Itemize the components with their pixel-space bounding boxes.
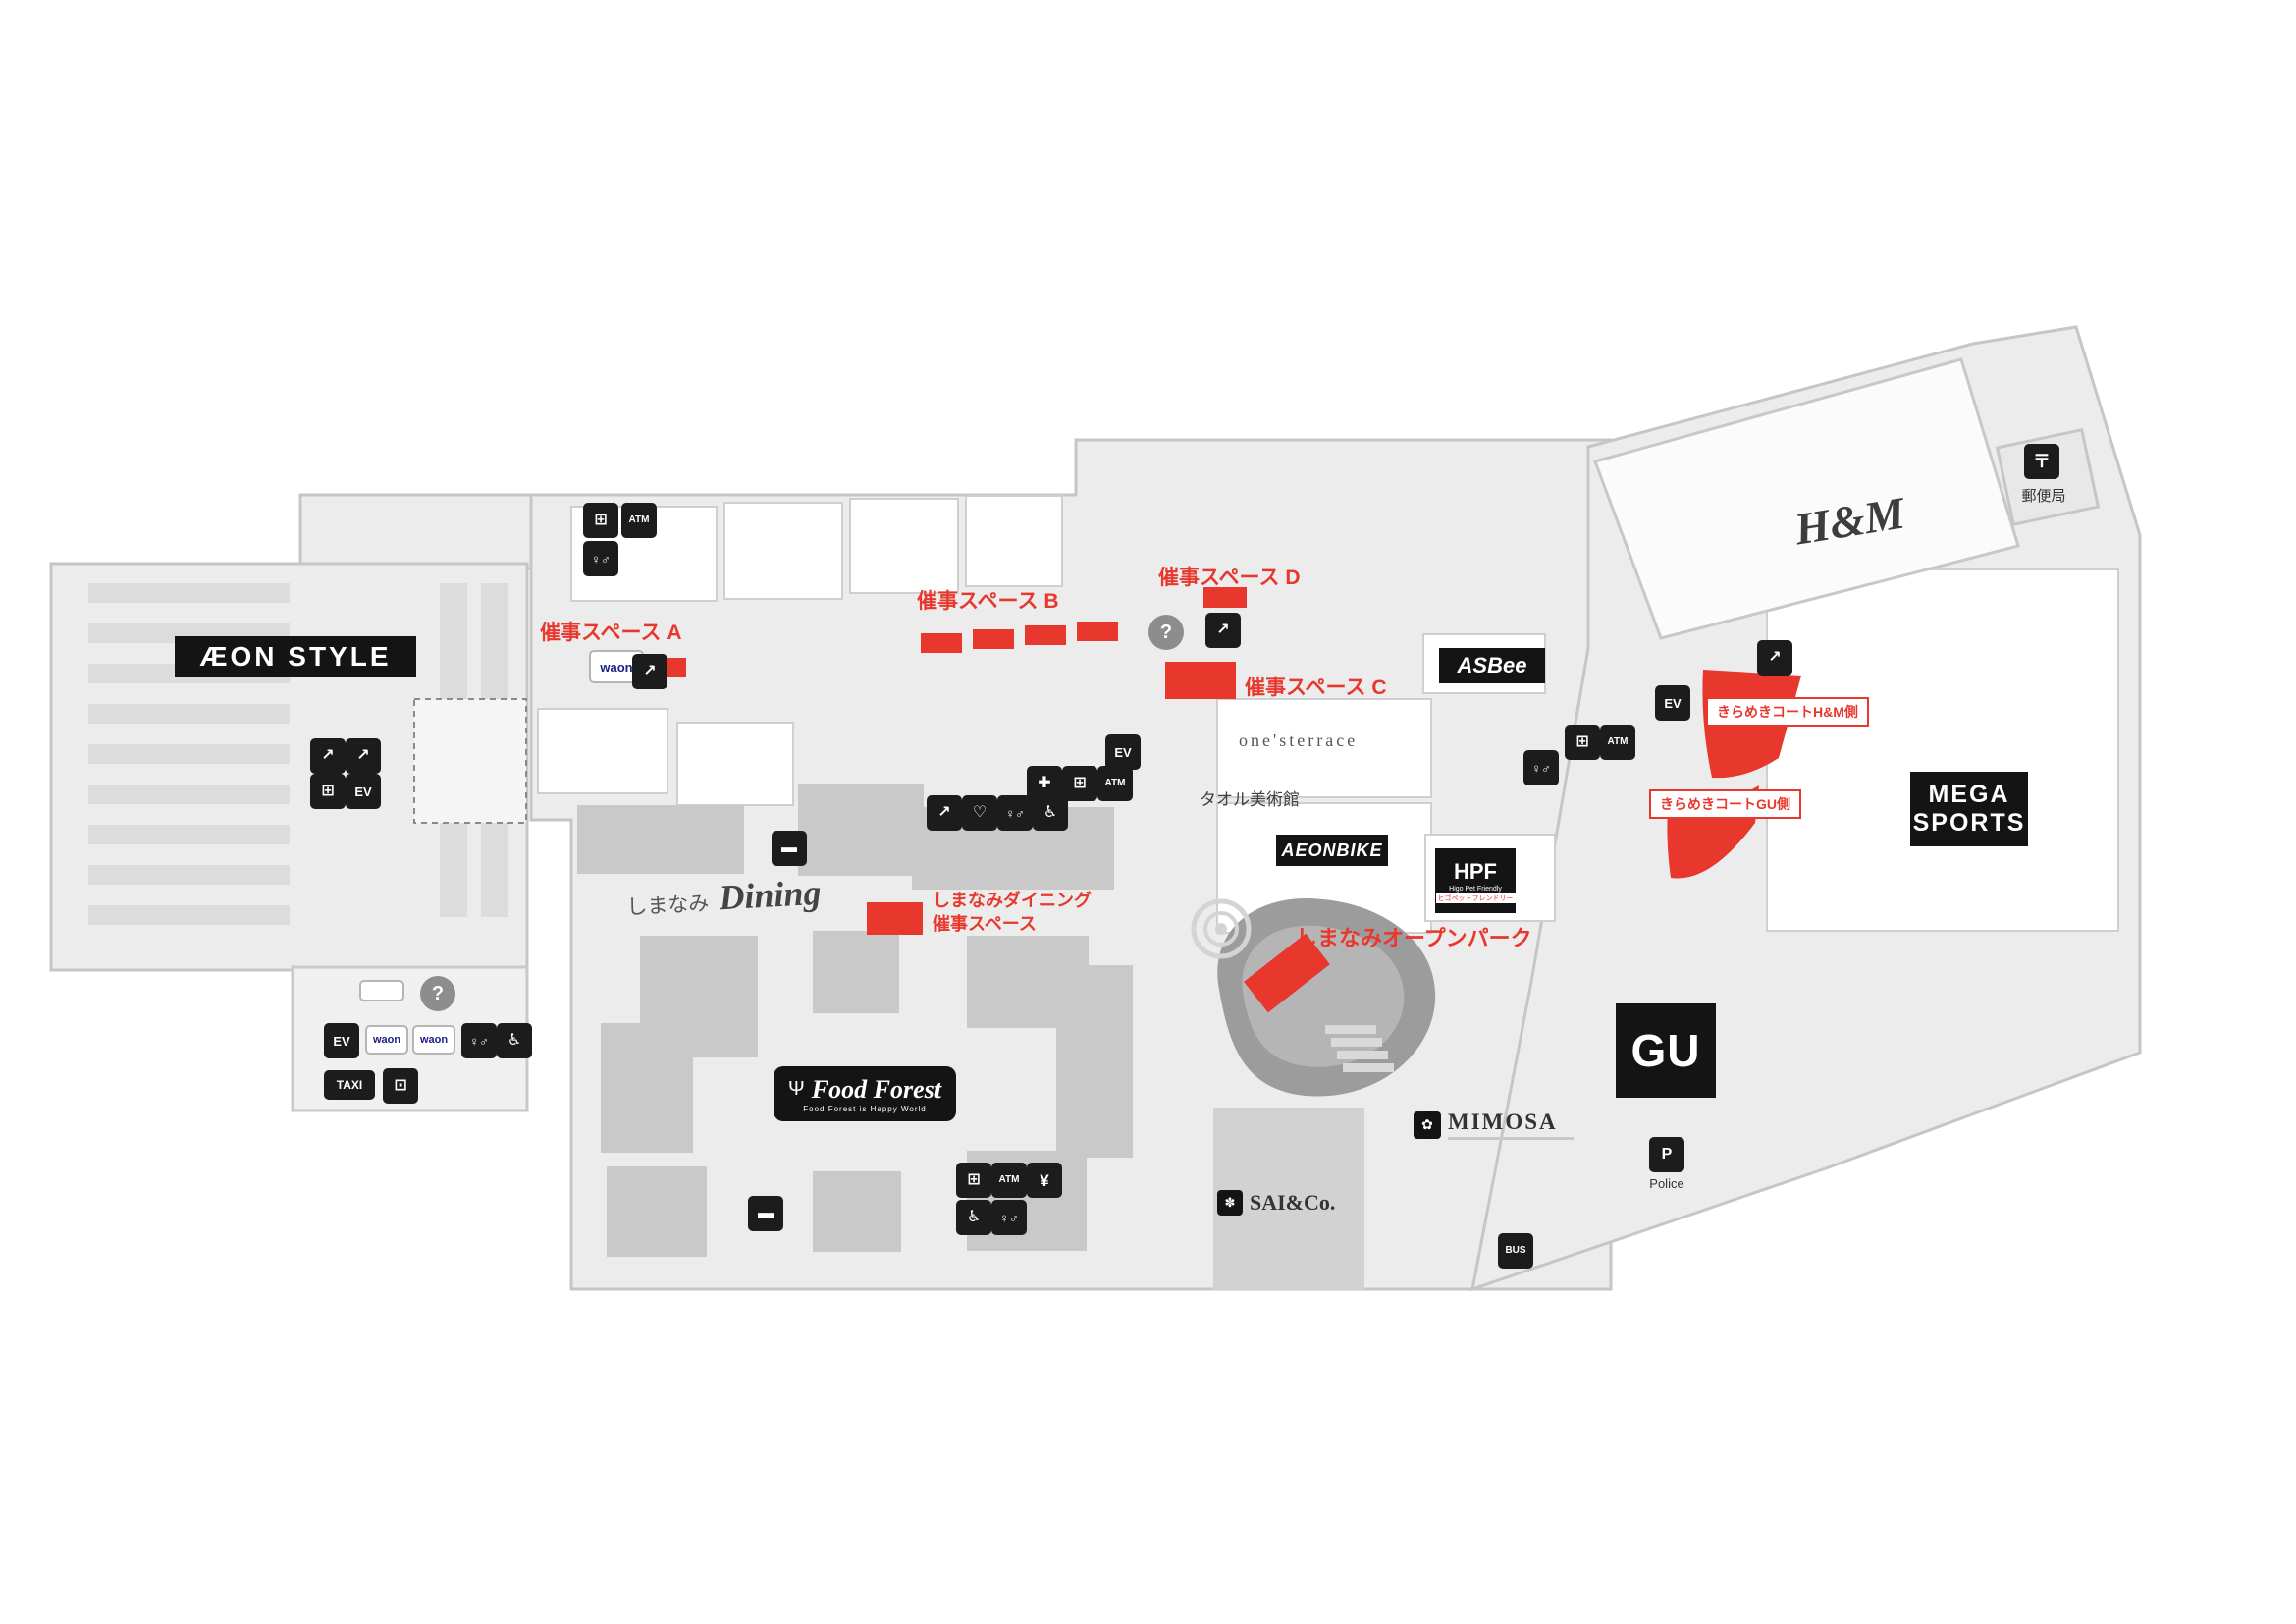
open-park-shape xyxy=(1244,933,1330,1013)
plant-icon: ✽ xyxy=(1217,1190,1243,1216)
event-b-shape xyxy=(921,622,1118,653)
aeonbike-logo: AEONBIKE xyxy=(1276,835,1388,866)
atm-icon: ATM xyxy=(1097,766,1133,801)
onesterrace-label: one'sterrace xyxy=(1239,731,1359,750)
event-space-d-label: 催事スペース D xyxy=(1158,567,1301,589)
restroom-icon: ♀♂ xyxy=(461,1023,497,1058)
coin-locker-icon: ⊞ xyxy=(310,774,346,809)
asbee-logo: ASBee xyxy=(1439,648,1545,683)
restroom-icon: ♀♂ xyxy=(583,541,618,576)
food-forest-text: Food Forest xyxy=(811,1074,941,1104)
towel-museum-label: タオル美術館 xyxy=(1200,790,1300,809)
event-space-b-label: 催事スペース B xyxy=(917,590,1059,613)
flower-icon: ✿ xyxy=(1414,1110,1441,1139)
taxi-icon: TAXI xyxy=(324,1070,375,1100)
coin-locker-icon: ⊞ xyxy=(956,1163,991,1198)
event-d-shape xyxy=(1203,587,1247,608)
elevator-icon: EV xyxy=(346,774,381,809)
kirameki-gu-label: きらめきコートGU側 xyxy=(1649,789,1801,819)
restroom-icon: ♀♂ xyxy=(1523,750,1559,785)
restroom-icon: ♀♂ xyxy=(997,795,1033,831)
gu-logo: GU xyxy=(1616,1003,1716,1098)
aeon-arm xyxy=(298,493,533,570)
hpf-sub2-text: ヒゴペットフレンドリー xyxy=(1435,893,1516,903)
waon-station-icon: waon xyxy=(365,1025,408,1055)
sports-text: SPORTS xyxy=(1912,809,2026,837)
car-pickup-icon: ⊡ xyxy=(383,1068,418,1104)
atm-icon: ATM xyxy=(991,1163,1027,1198)
coin-locker-icon: ⊞ xyxy=(1062,766,1097,801)
information-icon: ? xyxy=(1148,615,1184,650)
dining-text: Dining xyxy=(718,872,823,918)
accessible-icon: ♿ xyxy=(1033,795,1068,831)
sai-text: SAI&Co. xyxy=(1250,1190,1336,1215)
event-c-shape xyxy=(1165,662,1236,699)
mega-sports-logo: MEGA SPORTS xyxy=(1910,772,2028,846)
gu-text: GU xyxy=(1630,1025,1701,1076)
escalator-icon: ↗ xyxy=(310,738,346,774)
hm-block xyxy=(1593,357,2020,640)
waon-station-icon: waon xyxy=(412,1025,455,1055)
atm-icon: ATM xyxy=(1600,725,1635,760)
dining-event-shape xyxy=(867,902,923,935)
asbee-text: ASBee xyxy=(1457,653,1527,677)
stairs-icon: ↗ xyxy=(927,795,962,831)
accessible-icon: ♿ xyxy=(497,1023,532,1058)
kirameki-hm-label: きらめきコートH&M側 xyxy=(1706,697,1869,727)
sai-logo: ✽ SAI&Co. xyxy=(1217,1190,1335,1216)
small-sign xyxy=(359,980,404,1001)
mimosa-subtext-bar xyxy=(1448,1137,1574,1140)
escalator-icon: ↗ xyxy=(1757,640,1792,676)
police-box-icon: P xyxy=(1649,1137,1684,1172)
dining-event-label: しまなみダイニング 催事スペース xyxy=(933,889,1092,937)
escalator-icon: ↗ xyxy=(1205,613,1241,648)
elevator-icon: EV xyxy=(1105,734,1141,770)
dining-event-line2: 催事スペース xyxy=(933,914,1037,935)
dotted-area xyxy=(413,698,527,824)
mimosa-logo: ✿ MIMOSA xyxy=(1414,1110,1574,1140)
coin-locker-icon: ⊞ xyxy=(1565,725,1600,760)
hpf-logo: HPF Higo Pet Friendly ヒゴペットフレンドリー xyxy=(1435,848,1516,913)
aeonbike-text: AEONBIKE xyxy=(1281,839,1383,860)
shimanami-text: しまなみ xyxy=(625,892,710,920)
smoking-area-icon: ▬ xyxy=(772,831,807,866)
coin-locker-icon: ⊞ xyxy=(583,503,618,538)
elevator-icon: EV xyxy=(324,1023,359,1058)
post-office-label: 郵便局 xyxy=(2021,488,2066,505)
hpf-text: HPF xyxy=(1454,858,1497,884)
accessible-icon: ♿ xyxy=(956,1200,991,1235)
event-space-a-label: 催事スペース A xyxy=(540,622,682,644)
mega-text: MEGA xyxy=(1928,781,2010,809)
police-label: Police xyxy=(1649,1176,1684,1191)
food-forest-sub-text: Food Forest is Happy World xyxy=(803,1104,927,1113)
dining-event-line1: しまなみダイニング xyxy=(933,891,1092,910)
restroom-icon: ♀♂ xyxy=(991,1200,1027,1235)
aeon-style-logo: ÆON STYLE xyxy=(175,636,416,677)
atm-icon: ATM xyxy=(621,503,657,538)
escalator-icon: ↗ xyxy=(632,654,667,689)
mimosa-text: MIMOSA xyxy=(1448,1110,1558,1134)
bus-stop-icon: BUS xyxy=(1498,1233,1533,1269)
post-office-icon: 〒 xyxy=(2024,444,2059,479)
elevator-icon: EV xyxy=(1655,685,1690,721)
aeon-style-text: ÆON STYLE xyxy=(199,641,392,672)
hpf-sub-text: Higo Pet Friendly xyxy=(1449,885,1502,893)
fork-icon: Ψ xyxy=(788,1078,805,1100)
food-forest-logo: Ψ Food Forest Food Forest is Happy World xyxy=(774,1066,956,1121)
open-park-label: しまなみオープンパーク xyxy=(1296,926,1532,950)
nursing-room-icon: ♡ xyxy=(962,795,997,831)
smoking-area-icon: ▬ xyxy=(748,1196,783,1231)
charge-machine-icon: ¥ xyxy=(1027,1163,1062,1198)
stairs-icon: ↗ xyxy=(346,738,381,774)
event-space-c-label: 催事スペース C xyxy=(1245,677,1387,699)
information-icon: ? xyxy=(420,976,455,1011)
